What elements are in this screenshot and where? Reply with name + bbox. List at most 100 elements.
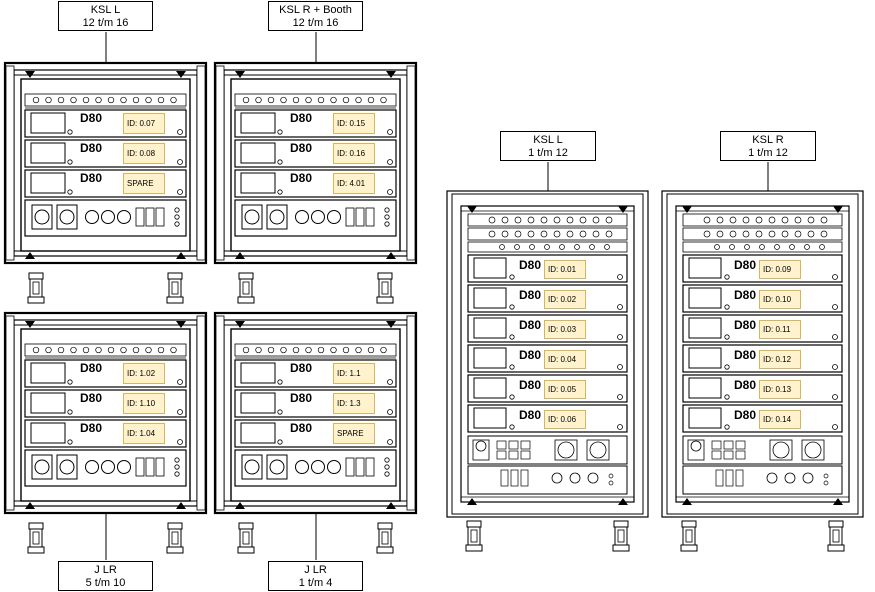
amp-id-label: ID: 0.01 — [544, 260, 586, 279]
corner-triangle — [833, 206, 843, 213]
castor-wheel — [166, 272, 184, 304]
connector-panel — [24, 93, 187, 107]
rack-3-subtitle: 5 t/m 10 — [85, 577, 126, 589]
power-panel — [24, 449, 187, 487]
connector-panel — [682, 227, 843, 241]
power-panel — [24, 199, 187, 237]
amp-id-label: ID: 0.06 — [544, 410, 586, 429]
amp-model-label: D80 — [80, 361, 103, 375]
amp-model-label: D80 — [519, 348, 542, 362]
amp-id-label: ID: 0.05 — [544, 380, 586, 399]
rack-3-label: J LR 5 t/m 10 — [58, 561, 153, 591]
amp-model-label: D80 — [519, 288, 542, 302]
amp-model-label: D80 — [80, 111, 103, 125]
corner-triangle — [176, 502, 186, 509]
amp-id-label: ID: 1.3 — [333, 393, 375, 414]
corner-triangle — [467, 206, 477, 213]
corner-triangle — [682, 498, 692, 505]
amp-model-label: D80 — [80, 171, 103, 185]
corner-triangle — [25, 502, 35, 509]
rack-4-title: J LR — [304, 564, 327, 576]
amp-id-label: ID: 0.16 — [333, 143, 375, 164]
amp-model-label: D80 — [80, 421, 103, 435]
corner-triangle — [386, 252, 396, 259]
corner-triangle — [235, 502, 245, 509]
rack-2 — [213, 61, 418, 265]
rack-6 — [661, 190, 864, 518]
castor-wheel — [166, 522, 184, 554]
amp-id-label: ID: 0.15 — [333, 113, 375, 134]
amp-id-label: ID: 0.11 — [759, 320, 801, 339]
corner-triangle — [25, 252, 35, 259]
corner-triangle — [386, 321, 396, 328]
connector-panel — [467, 227, 628, 241]
castor-wheel — [376, 522, 394, 554]
corner-triangle — [235, 71, 245, 78]
corner-triangle — [176, 321, 186, 328]
rack-1-label: KSL L 12 t/m 16 — [58, 1, 153, 31]
connector-panel — [682, 213, 843, 227]
castor-wheel — [237, 272, 255, 304]
connector-panel — [24, 343, 187, 357]
amp-model-label: D80 — [519, 408, 542, 422]
amp-model-label: D80 — [290, 391, 313, 405]
corner-triangle — [235, 252, 245, 259]
patch-panel — [682, 435, 843, 465]
rack-1 — [3, 61, 208, 265]
rack-1-title: KSL L — [90, 4, 121, 16]
castor-wheel — [680, 520, 698, 552]
amp-id-label: ID: 0.02 — [544, 290, 586, 309]
amp-model-label: D80 — [734, 378, 757, 392]
connector-panel — [234, 343, 397, 357]
corner-triangle — [176, 71, 186, 78]
rack-6-label: KSL R 1 t/m 12 — [720, 131, 816, 161]
power-panel — [234, 199, 397, 237]
rack-2-title: KSL R + Booth — [279, 4, 352, 16]
rack-3-title: J LR — [94, 564, 117, 576]
castor-wheel — [27, 522, 45, 554]
amp-id-label: ID: 0.14 — [759, 410, 801, 429]
amp-id-label: ID: 0.04 — [544, 350, 586, 369]
amp-id-label: ID: 4.01 — [333, 173, 375, 194]
amp-id-label: ID: 0.13 — [759, 380, 801, 399]
amp-model-label: D80 — [290, 171, 313, 185]
amp-model-label: D80 — [734, 318, 757, 332]
amp-id-label: SPARE — [333, 423, 375, 444]
rack-6-subtitle: 1 t/m 12 — [748, 147, 788, 159]
castor-wheel — [376, 272, 394, 304]
power-panel — [467, 465, 628, 495]
amp-id-label: ID: 1.04 — [123, 423, 165, 444]
corner-triangle — [386, 502, 396, 509]
castor-wheel — [465, 520, 483, 552]
amp-model-label: D80 — [519, 318, 542, 332]
corner-triangle — [467, 498, 477, 505]
connector-panel — [467, 213, 628, 227]
rack-1-subtitle: 12 t/m 16 — [82, 17, 129, 29]
amp-model-label: D80 — [80, 391, 103, 405]
amp-id-label: ID: 0.12 — [759, 350, 801, 369]
corner-triangle — [833, 498, 843, 505]
rack-3 — [3, 311, 208, 515]
amp-model-label: D80 — [290, 421, 313, 435]
amp-model-label: D80 — [80, 141, 103, 155]
rack-5-title: KSL L — [533, 134, 563, 146]
amp-model-label: D80 — [734, 348, 757, 362]
rack-5-subtitle: 1 t/m 12 — [528, 147, 568, 159]
patch-panel — [467, 435, 628, 465]
amp-model-label: D80 — [519, 378, 542, 392]
rack-4 — [213, 311, 418, 515]
corner-triangle — [176, 252, 186, 259]
corner-triangle — [682, 206, 692, 213]
rack-4-subtitle: 1 t/m 4 — [298, 577, 333, 589]
castor-wheel — [27, 272, 45, 304]
castor-wheel — [612, 520, 630, 552]
amp-model-label: D80 — [734, 258, 757, 272]
amp-model-label: D80 — [519, 258, 542, 272]
power-panel — [682, 465, 843, 495]
castor-wheel — [237, 522, 255, 554]
connector-panel — [234, 93, 397, 107]
amp-model-label: D80 — [290, 361, 313, 375]
amp-id-label: ID: 0.09 — [759, 260, 801, 279]
amp-model-label: D80 — [290, 111, 313, 125]
